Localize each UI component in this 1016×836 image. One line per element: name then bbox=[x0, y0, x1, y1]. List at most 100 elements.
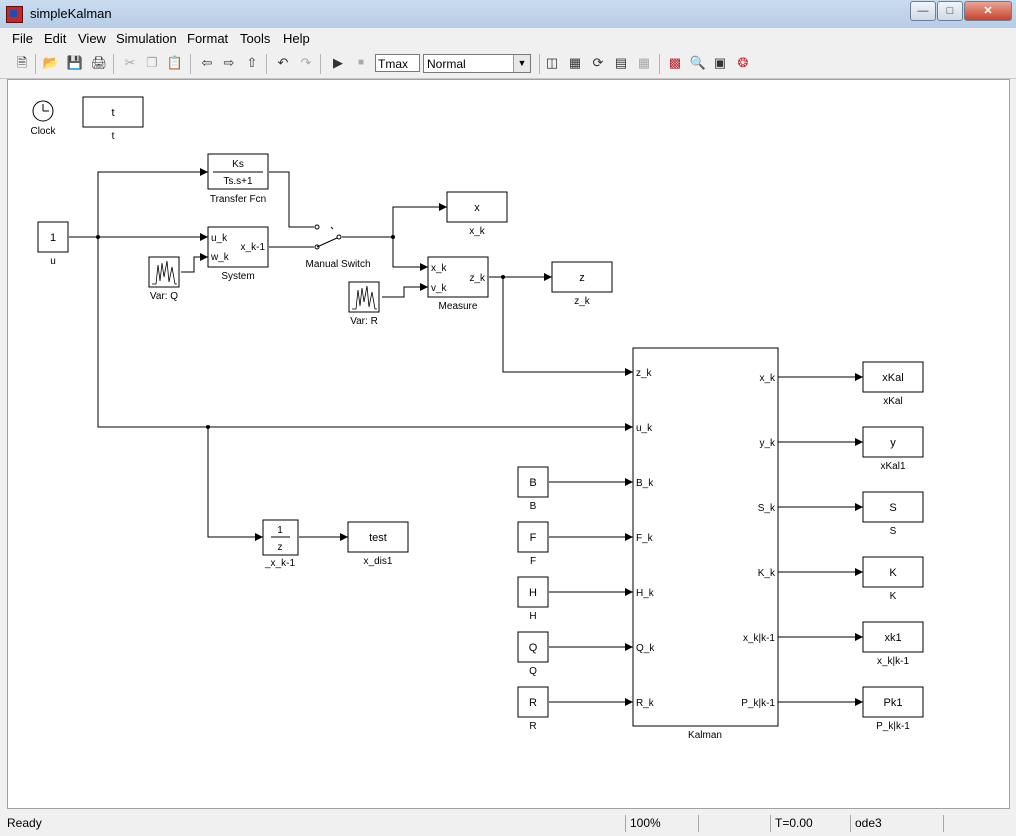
system-block[interactable]: u_k w_k x_k-1 System bbox=[207, 226, 269, 282]
unit-delay-block[interactable]: 1 z _x_k-1 bbox=[262, 519, 299, 569]
back-arrow-icon[interactable]: ⇦ bbox=[201, 55, 213, 70]
u-block-content: 1 bbox=[50, 232, 56, 244]
toolbar-separator bbox=[659, 54, 660, 74]
s-block-content: S bbox=[889, 502, 896, 514]
transfer-fcn-denominator: Ts.s+1 bbox=[223, 176, 253, 187]
measure-port-v-k: v_k bbox=[431, 283, 448, 294]
save-icon[interactable]: 💾 bbox=[66, 55, 84, 70]
stop-time-input[interactable]: Tmax bbox=[375, 54, 420, 72]
menu-format[interactable]: Format bbox=[187, 31, 229, 46]
k-block-content: K bbox=[889, 567, 897, 579]
b-block-label: B bbox=[530, 501, 537, 512]
to-workspace-xk1-block[interactable]: xk1 x_k|k-1 bbox=[862, 621, 924, 667]
var-q-block[interactable]: Var: Q bbox=[148, 256, 180, 302]
library-browser-icon[interactable]: ▩ bbox=[668, 55, 682, 70]
kalman-port-p-k-k-1: P_k|k-1 bbox=[741, 698, 775, 709]
copy-icon[interactable]: ❐ bbox=[146, 55, 158, 70]
t-block-content: t bbox=[111, 107, 114, 119]
kalman-port-k-k: K_k bbox=[758, 568, 776, 579]
grid-icon[interactable]: ▦ bbox=[637, 55, 651, 70]
toolbar-separator bbox=[266, 54, 267, 74]
to-workspace-pk1-block[interactable]: Pk1 P_k|k-1 bbox=[862, 686, 924, 732]
properties-icon[interactable]: ▣ bbox=[713, 55, 727, 70]
cut-icon[interactable]: ✂ bbox=[124, 55, 136, 70]
kalman-port-s-k: S_k bbox=[758, 503, 776, 514]
undo-icon[interactable]: ↶ bbox=[277, 55, 289, 70]
open-folder-icon[interactable]: 📂 bbox=[42, 55, 60, 70]
to-workspace-k-block[interactable]: K K bbox=[862, 556, 924, 602]
constant-b-block[interactable]: B B bbox=[517, 466, 549, 512]
menu-edit[interactable]: Edit bbox=[44, 31, 67, 46]
clock-block[interactable]: Clock bbox=[30, 100, 56, 137]
kalman-subsystem-block[interactable]: z_k u_k B_k F_k H_k Q_k R_k x_k y_k S_k … bbox=[632, 347, 779, 741]
to-workspace-y-block[interactable]: y xKal1 bbox=[862, 426, 924, 472]
xkal-block-label: xKal bbox=[883, 396, 902, 407]
simulation-mode-select[interactable]: Normal ▼ bbox=[423, 54, 531, 73]
paste-icon[interactable]: 📋 bbox=[166, 55, 184, 70]
redo-icon[interactable]: ↷ bbox=[300, 55, 312, 70]
constant-h-block[interactable]: H H bbox=[517, 576, 549, 622]
r-block-content: R bbox=[529, 697, 537, 709]
library-stack-icon[interactable]: ▤ bbox=[614, 55, 628, 70]
menu-bar: File Edit View Simulation Format Tools H… bbox=[0, 28, 1016, 50]
manual-switch-block[interactable]: Manual Switch bbox=[305, 224, 371, 270]
menu-view[interactable]: View bbox=[78, 31, 106, 46]
toolbar-separator bbox=[539, 54, 540, 74]
xkal-block-content: xKal bbox=[882, 372, 903, 384]
close-button[interactable]: ✕ bbox=[964, 1, 1012, 21]
menu-simulation[interactable]: Simulation bbox=[116, 31, 177, 46]
kalman-port-r-k: R_k bbox=[636, 698, 655, 709]
refresh-icon[interactable]: ⟳ bbox=[592, 55, 604, 70]
play-icon[interactable]: ▶ bbox=[333, 55, 343, 70]
q-block-label: Q bbox=[529, 666, 537, 677]
xk1-block-content: xk1 bbox=[884, 632, 901, 644]
kalman-port-x-k-k-1: x_k|k-1 bbox=[743, 633, 775, 644]
build-icon[interactable]: ▦ bbox=[568, 55, 582, 70]
to-workspace-s-block[interactable]: S S bbox=[862, 491, 924, 537]
menu-file[interactable]: File bbox=[12, 31, 33, 46]
constant-r-block[interactable]: R R bbox=[517, 686, 549, 732]
f-block-label: F bbox=[530, 556, 536, 567]
model-canvas[interactable]: Clock t t Ks Ts.s+1 Transfer Fcn 1 u bbox=[7, 79, 1010, 809]
transfer-fcn-block[interactable]: Ks Ts.s+1 Transfer Fcn bbox=[207, 153, 269, 205]
to-workspace-x-block[interactable]: x x_k bbox=[446, 191, 508, 237]
kalman-port-h-k: H_k bbox=[636, 588, 655, 599]
constant-u-block[interactable]: 1 u bbox=[37, 221, 69, 267]
simulink-app-icon bbox=[6, 6, 23, 23]
maximize-button[interactable]: □ bbox=[937, 1, 963, 21]
to-workspace-t-block[interactable]: t t bbox=[82, 96, 144, 142]
constant-q-block[interactable]: Q Q bbox=[517, 631, 549, 677]
up-arrow-icon[interactable]: ⇧ bbox=[246, 55, 258, 70]
system-port-u-k: u_k bbox=[211, 233, 228, 244]
transfer-fcn-numerator: Ks bbox=[232, 159, 244, 170]
transfer-fcn-label: Transfer Fcn bbox=[210, 194, 266, 205]
to-workspace-test-block[interactable]: test x_dis1 bbox=[347, 521, 409, 567]
menu-help[interactable]: Help bbox=[283, 31, 310, 46]
print-icon[interactable]: 🖨 bbox=[90, 55, 108, 70]
measure-block[interactable]: x_k v_k z_k Measure bbox=[427, 256, 489, 312]
chevron-down-icon[interactable]: ▼ bbox=[513, 55, 530, 72]
noise-signal-icon bbox=[152, 260, 177, 285]
simulation-mode-value: Normal bbox=[427, 57, 466, 71]
k-block-label: K bbox=[890, 591, 897, 602]
menu-tools[interactable]: Tools bbox=[240, 31, 271, 46]
to-workspace-z-block[interactable]: z z_k bbox=[551, 261, 613, 307]
new-file-icon[interactable]: 🗎 bbox=[16, 55, 28, 70]
debugger-icon[interactable]: ❂ bbox=[737, 55, 749, 70]
system-port-w-k: w_k bbox=[210, 252, 230, 263]
kalman-label: Kalman bbox=[688, 730, 722, 741]
to-workspace-xkal-block[interactable]: xKal xKal bbox=[862, 361, 924, 407]
y-block-label: xKal1 bbox=[880, 461, 905, 472]
model-explorer-icon[interactable]: 🔍 bbox=[689, 55, 707, 70]
constant-f-block[interactable]: F F bbox=[517, 521, 549, 567]
q-block-content: Q bbox=[529, 642, 538, 654]
stop-icon[interactable]: ■ bbox=[357, 57, 365, 68]
minimize-button[interactable]: — bbox=[910, 1, 936, 21]
var-r-block[interactable]: Var: R bbox=[348, 281, 380, 327]
kalman-port-q-k: Q_k bbox=[636, 643, 655, 654]
clock-label: Clock bbox=[30, 126, 56, 137]
forward-arrow-icon[interactable]: ⇨ bbox=[223, 55, 235, 70]
measure-port-x-k: x_k bbox=[431, 263, 448, 274]
update-diagram-icon[interactable]: ◫ bbox=[545, 55, 559, 70]
signal-lines bbox=[69, 168, 863, 706]
